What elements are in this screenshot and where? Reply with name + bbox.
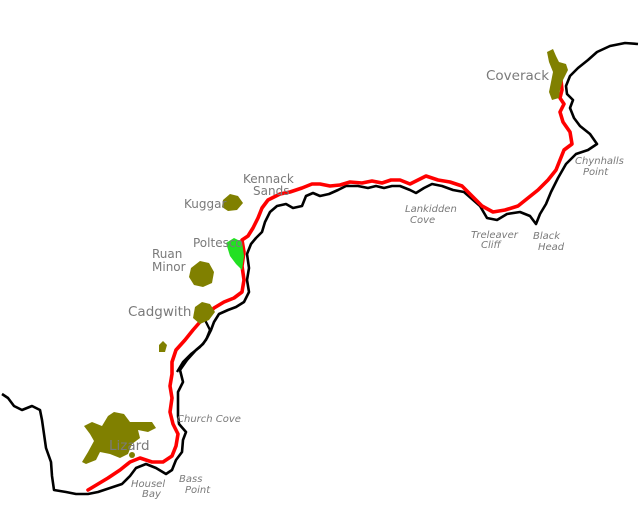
- label-cadgwith: Cadgwith: [128, 304, 191, 320]
- label-coverack: Coverack: [486, 68, 549, 84]
- cadgwith-village: [193, 302, 215, 324]
- lizard-village: [82, 412, 156, 464]
- label-bass-line1: Bass: [179, 474, 202, 485]
- label-housel-line2: Bay: [142, 489, 162, 500]
- housel-settlement: [129, 452, 135, 458]
- walking-route: [86, 68, 574, 492]
- coastline-north: [1, 41, 639, 496]
- poltesco-area: [226, 238, 244, 270]
- label-bass-line2: Point: [185, 485, 211, 496]
- label-housel-line1: Housel: [131, 479, 165, 490]
- coverack-village: [547, 49, 568, 100]
- small-settlement: [159, 341, 167, 352]
- kuggar-village: [222, 194, 243, 211]
- label-black-head-line1: Black: [533, 231, 561, 242]
- coastline-cadgwith-cove: [175, 319, 212, 373]
- label-ruan-line2: Minor: [152, 260, 186, 274]
- label-treleaver-line2: Cliff: [481, 240, 503, 251]
- label-treleaver-line1: Treleaver: [471, 230, 519, 241]
- label-poltesco: Poltesco: [193, 236, 243, 250]
- label-kennack-line1: Kennack: [243, 172, 294, 186]
- label-chynhalls-line2: Point: [583, 167, 609, 178]
- ruan-minor-village: [189, 261, 214, 287]
- label-church-cove: Church Cove: [177, 414, 241, 425]
- label-lizard: Lizard: [109, 438, 150, 454]
- label-lankidden-line2: Cove: [410, 215, 435, 226]
- label-black-head-line2: Head: [538, 242, 565, 253]
- label-kennack-line2: Sands: [253, 184, 289, 198]
- label-ruan-line1: Ruan: [152, 247, 182, 261]
- label-kuggar: Kuggar: [184, 197, 226, 211]
- label-chynhalls-line1: Chynhalls: [575, 156, 624, 167]
- label-lankidden-line1: Lankidden: [405, 204, 457, 215]
